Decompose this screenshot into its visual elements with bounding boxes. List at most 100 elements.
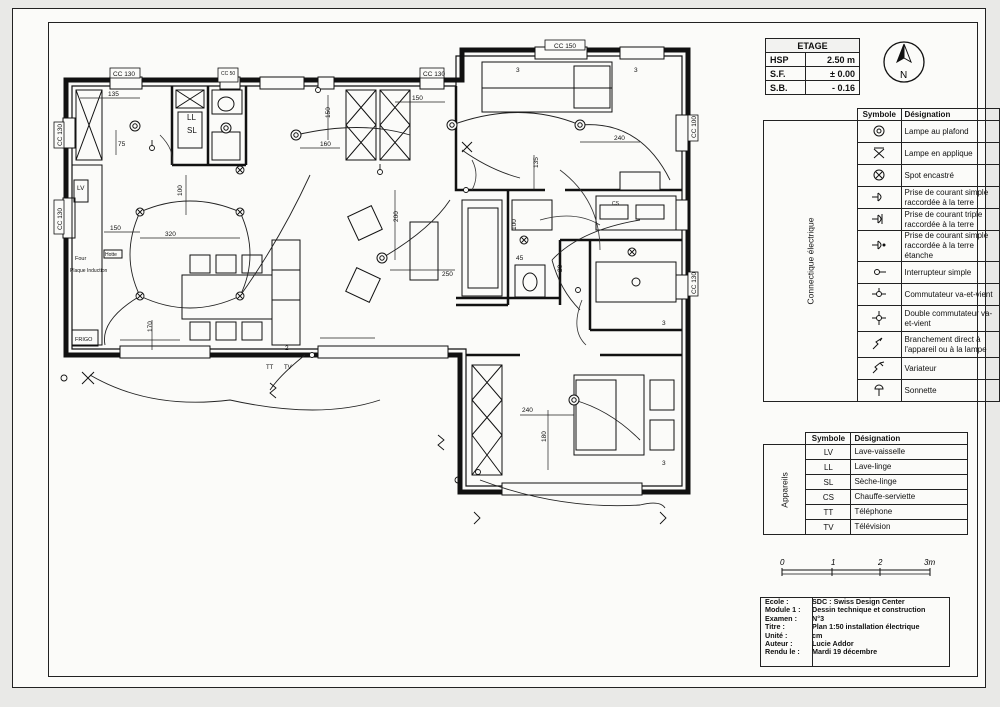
dimmer-icon <box>872 361 885 373</box>
single-outlet-icon <box>872 192 882 201</box>
legend-header-designation: Désignation <box>850 432 969 445</box>
legend-label: Branchement direct à l'appareil ou à la … <box>900 331 1000 358</box>
dim-2: 2 <box>285 345 289 352</box>
legend-header-designation: Désignation <box>900 108 1000 121</box>
kitchen-counters <box>71 164 123 347</box>
heater-label-east-2: CC 130 <box>691 272 698 294</box>
appliance-label-hotte: Hotte <box>105 252 117 258</box>
direct-connection-icon <box>872 337 883 349</box>
dim-160: 160 <box>320 141 331 148</box>
appliance-label-four: Four <box>75 256 86 262</box>
dim-3-a: 3 <box>516 67 520 74</box>
electrical-legend: Symbole Désignation Connectique électriq… <box>763 108 1000 402</box>
appliance-label-plaque: Plaque Induction <box>70 268 107 274</box>
legend-label: Lave-vaisselle <box>850 444 969 460</box>
dim-150-hall: 150 <box>325 107 332 118</box>
legend-code: SL <box>805 474 852 490</box>
title-block-value: N°3 <box>812 613 825 623</box>
interior-walls <box>170 86 682 357</box>
title-block-value: Dessin technique et construction <box>812 605 926 615</box>
dim-75: 75 <box>118 141 126 148</box>
floor-info-key: S.F. <box>764 66 807 81</box>
heater-labels: CC 130 CC 50 CC 130 CC 150 CC 130 CC 130… <box>57 43 698 294</box>
legend-label: Prise de courant simple raccordée à la t… <box>900 186 1000 209</box>
legend-label: Prise de courant simple raccordée à la t… <box>900 230 1000 262</box>
dining-table <box>181 239 301 346</box>
legend-label: Double commutateur va-et-vient <box>900 305 1000 332</box>
title-block-key: Rendu le : <box>765 647 800 657</box>
appliance-label-ll: LL <box>187 113 196 122</box>
appliance-legend: Symbole Désignation Appareils LV Lave-va… <box>762 432 969 535</box>
scale-tick-0: 0 <box>780 558 785 567</box>
title-block-key: Examen : <box>765 613 797 623</box>
dim-45: 45 <box>516 255 524 262</box>
appliance-label-cs: CS <box>612 201 620 207</box>
wall-lamps <box>81 141 473 385</box>
legend-label: Téléphone <box>850 504 969 520</box>
dimension-lines <box>80 95 640 470</box>
title-block-value: Plan 1:50 installation électrique <box>812 622 920 632</box>
title-block-value: cm <box>812 630 823 640</box>
heater-label-east-1: CC 100 <box>691 116 698 138</box>
dim-240-room: 240 <box>522 407 533 414</box>
heater-label-west-1: CC 130 <box>57 124 64 146</box>
legend-label: Télévision <box>850 519 969 535</box>
dim-135-bedroom: 135 <box>533 157 540 168</box>
recessed-spots <box>135 165 637 301</box>
door-swings <box>159 134 601 346</box>
heater-label-bedroom: CC 150 <box>554 43 576 50</box>
dim-200: 200 <box>393 211 400 222</box>
storage-cabinets <box>75 89 503 476</box>
scale-tick-3: 3m <box>924 558 935 567</box>
title-block-value: Lucie Addor <box>812 639 854 649</box>
dim-150-kitchen: 150 <box>110 225 121 232</box>
beds <box>481 61 675 456</box>
title-block-key: Auteur : <box>765 639 793 649</box>
wall-lamp-icon <box>873 147 885 158</box>
floor-info-value: ± 0.00 <box>805 66 860 81</box>
legend-label: Interrupteur simple <box>900 261 1000 284</box>
title-block-key: Module 1 : <box>765 605 801 615</box>
legend-code: TT <box>805 504 852 520</box>
legend-label: Sonnette <box>900 379 1000 402</box>
legend-label: Variateur <box>900 357 1000 380</box>
two-way-switch-icon <box>872 287 887 297</box>
legend-code: LV <box>805 444 852 460</box>
floor-info-table: ETAGE HSP 2.50 m S.F. ± 0.00 S.B. - 0.16 <box>764 38 860 95</box>
dim-100: 100 <box>177 185 184 196</box>
dim-170: 170 <box>147 321 154 332</box>
exterior-fixtures <box>60 374 667 525</box>
legend-label: Lampe au plafond <box>900 120 1000 143</box>
title-block-key: Unité : <box>765 630 788 640</box>
title-block-value: Mardi 19 décembre <box>812 647 878 657</box>
title-block: Ecole : SDC : Swiss Design Center Module … <box>760 597 950 667</box>
title-block-key: Ecole : <box>765 597 789 606</box>
heater-label-west-2: CC 130 <box>57 208 64 230</box>
double-two-way-switch-icon <box>872 310 887 325</box>
simple-switch-icon <box>874 268 887 275</box>
dim-250: 250 <box>442 271 453 278</box>
heater-label-kitchen: CC 130 <box>113 71 135 78</box>
bathroom-fixtures <box>177 89 677 303</box>
title-block-key: Titre : <box>765 622 785 632</box>
floor-info-key: HSP <box>764 52 807 67</box>
legend-code: CS <box>805 489 852 505</box>
legend-code: TV <box>805 519 852 535</box>
dim-135: 135 <box>108 91 119 98</box>
north-label: N <box>900 70 907 81</box>
dim-3-d: 3 <box>662 460 666 467</box>
legend-group-appliances: Appareils <box>762 444 807 535</box>
floor-info-title: ETAGE <box>765 38 860 53</box>
heater-label-wc: CC 50 <box>221 71 235 77</box>
legend-label: Spot encastré <box>900 164 1000 187</box>
floor-info-value: 2.50 m <box>805 52 860 67</box>
appliance-label-tt: TT <box>266 365 274 371</box>
title-block-value: SDC : Swiss Design Center <box>812 597 905 606</box>
appliance-labels: LL SL LV Four Plaque Induction FRIGO Hot… <box>70 113 620 371</box>
wiring-lines <box>89 112 671 509</box>
waterproof-outlet-icon <box>872 240 886 250</box>
living-furniture <box>345 199 503 303</box>
dimension-labels: 135 75 100 150 160 150 320 240 135 200 2… <box>108 67 666 467</box>
bell-icon <box>874 384 884 396</box>
